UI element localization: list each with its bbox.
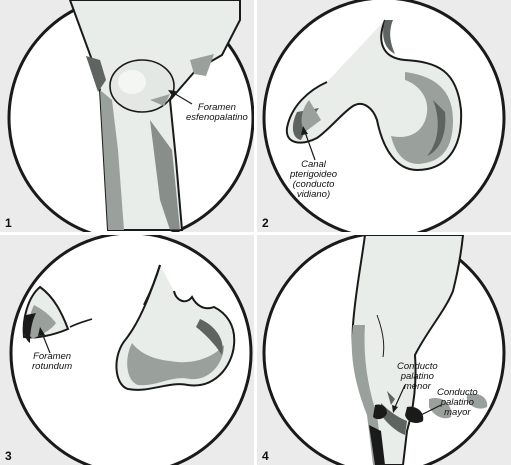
label-conducto-palatino-mayor: Conducto palatino mayor bbox=[437, 388, 478, 418]
panel-number-1: 1 bbox=[5, 216, 12, 230]
panel-number-4: 4 bbox=[262, 449, 269, 463]
panel-number-3: 3 bbox=[5, 449, 12, 463]
panel-2-vidian-canal-view: Canal pterigoideo (conducto vidiano) 2 bbox=[257, 0, 511, 232]
panel-4-drawing bbox=[257, 235, 511, 465]
label-canal-pterigoideo: Canal pterigoideo (conducto vidiano) bbox=[290, 160, 337, 200]
sphenopalatine-foramen bbox=[110, 60, 174, 112]
label-conducto-palatino-menor: Conducto palatino menor bbox=[397, 362, 438, 392]
panel-number-2: 2 bbox=[262, 216, 269, 230]
panel-3-drawing bbox=[0, 235, 254, 465]
panel-4-palatine-canals-view: Conducto palatino menor Conducto palatin… bbox=[257, 235, 511, 465]
